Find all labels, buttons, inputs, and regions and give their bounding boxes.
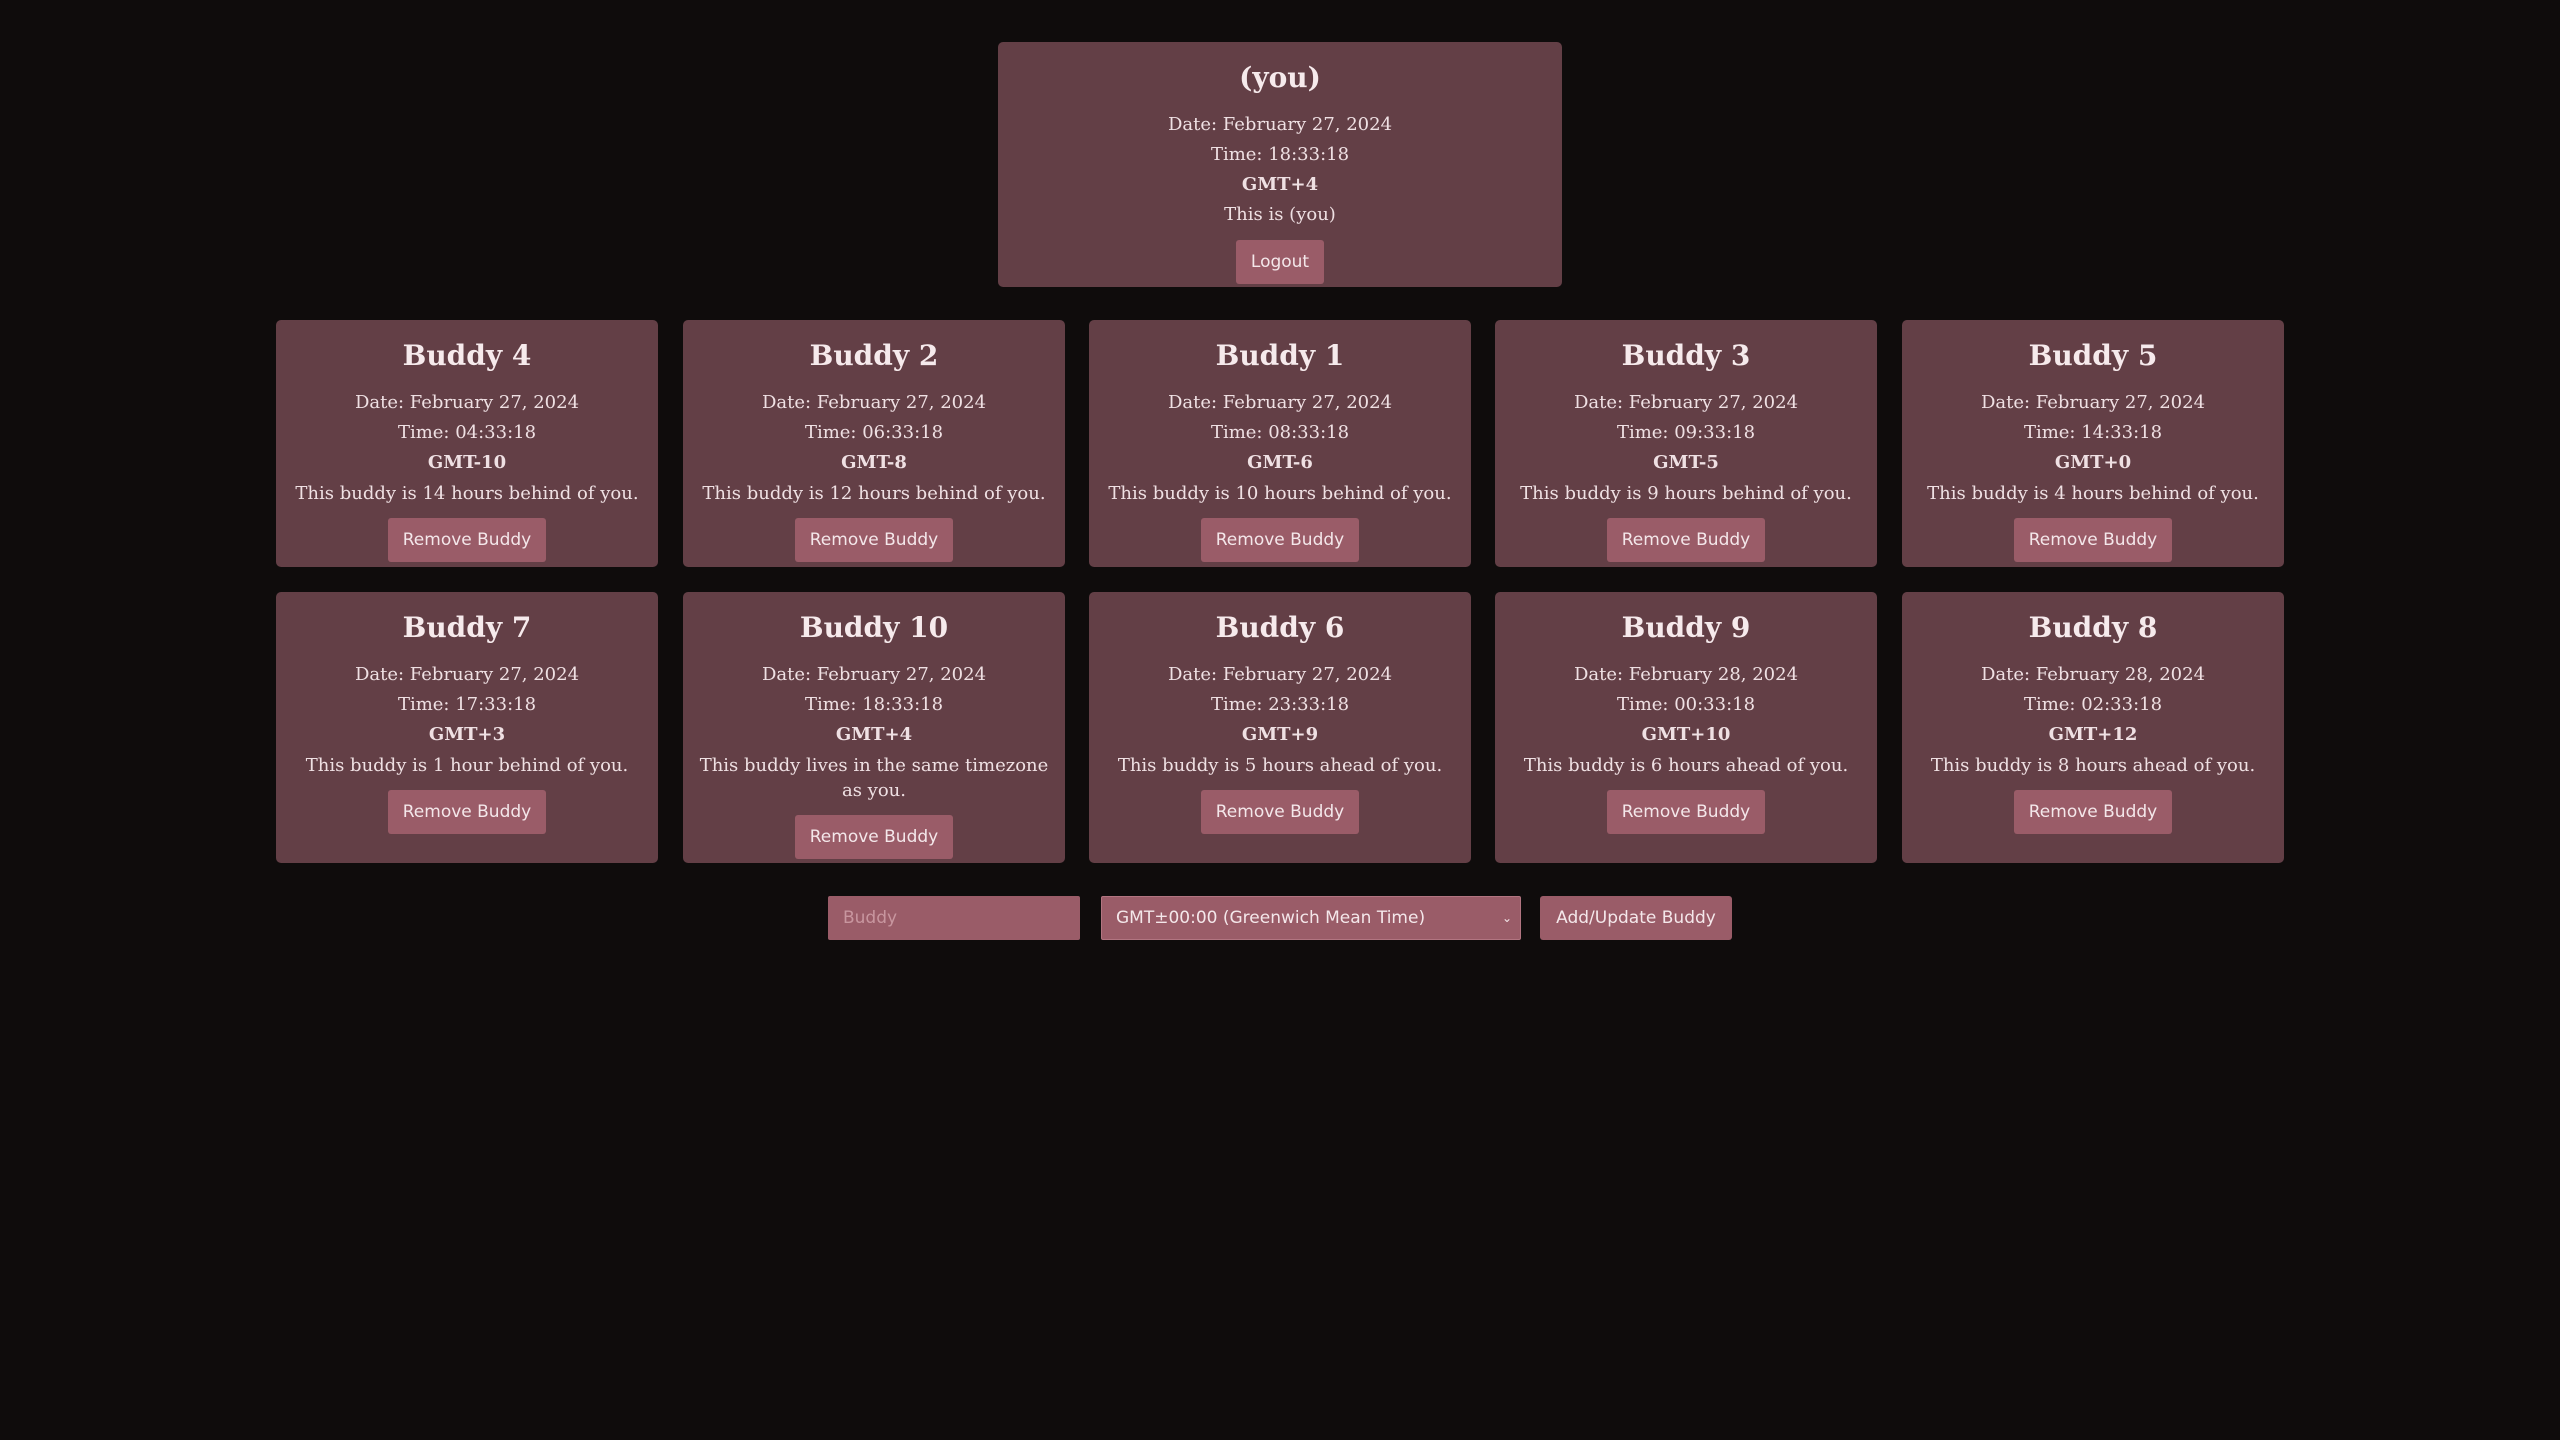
remove-buddy-button[interactable]: Remove Buddy (1606, 518, 1766, 562)
buddy-card: Buddy 5 Date: February 27, 2024 Time: 14… (1902, 320, 2284, 567)
buddy-date: Date: February 28, 2024 (1573, 664, 1799, 685)
remove-buddy-button[interactable]: Remove Buddy (2013, 790, 2173, 834)
buddy-offset-message: This buddy is 6 hours ahead of you. (1523, 755, 1849, 776)
buddy-time: Time: 17:33:18 (397, 694, 537, 715)
you-gmt: GMT+4 (1241, 174, 1319, 195)
buddy-name: Buddy 6 (1215, 611, 1345, 644)
buddy-name: Buddy 10 (799, 611, 949, 644)
buddy-date: Date: February 27, 2024 (1167, 392, 1393, 413)
buddy-time: Time: 00:33:18 (1616, 694, 1756, 715)
buddy-date: Date: February 27, 2024 (761, 664, 987, 685)
you-date: Date: February 27, 2024 (1167, 114, 1393, 135)
you-card: (you) Date: February 27, 2024 Time: 18:3… (998, 42, 1562, 287)
remove-buddy-button[interactable]: Remove Buddy (794, 518, 954, 562)
buddy-date: Date: February 27, 2024 (761, 392, 987, 413)
add-update-buddy-button[interactable]: Add/Update Buddy (1540, 896, 1732, 940)
buddy-card: Buddy 1 Date: February 27, 2024 Time: 08… (1089, 320, 1471, 567)
you-time: Time: 18:33:18 (1210, 144, 1350, 165)
buddy-offset-message: This buddy is 9 hours behind of you. (1520, 483, 1852, 504)
buddy-date: Date: February 27, 2024 (1167, 664, 1393, 685)
buddy-offset-message: This buddy is 14 hours behind of you. (295, 483, 639, 504)
buddy-date: Date: February 27, 2024 (354, 664, 580, 685)
logout-button[interactable]: Logout (1235, 240, 1325, 284)
buddy-name-input[interactable] (828, 896, 1080, 940)
buddy-gmt: GMT-8 (841, 452, 907, 473)
remove-buddy-button[interactable]: Remove Buddy (2013, 518, 2173, 562)
remove-buddy-button[interactable]: Remove Buddy (1200, 518, 1360, 562)
buddy-offset-message: This buddy lives in the same timezone as… (699, 755, 1049, 801)
you-name: (you) (1239, 61, 1321, 94)
remove-buddy-button[interactable]: Remove Buddy (387, 518, 547, 562)
buddy-gmt: GMT-10 (427, 452, 507, 473)
buddy-offset-message: This buddy is 10 hours behind of you. (1108, 483, 1452, 504)
buddy-gmt: GMT+9 (1241, 724, 1319, 745)
buddy-date: Date: February 27, 2024 (1573, 392, 1799, 413)
buddy-gmt: GMT+4 (835, 724, 913, 745)
buddy-gmt: GMT+3 (428, 724, 506, 745)
buddy-card: Buddy 10 Date: February 27, 2024 Time: 1… (683, 592, 1065, 863)
timezone-select[interactable]: GMT±00:00 (Greenwich Mean Time) ⌄ (1101, 896, 1521, 940)
remove-buddy-button[interactable]: Remove Buddy (1606, 790, 1766, 834)
buddy-card: Buddy 2 Date: February 27, 2024 Time: 06… (683, 320, 1065, 567)
buddy-card: Buddy 7 Date: February 27, 2024 Time: 17… (276, 592, 658, 863)
chevron-down-icon: ⌄ (1501, 911, 1512, 925)
buddy-name: Buddy 9 (1621, 611, 1751, 644)
buddy-time: Time: 06:33:18 (804, 422, 944, 443)
buddy-time: Time: 18:33:18 (804, 694, 944, 715)
buddy-offset-message: This buddy is 4 hours behind of you. (1927, 483, 2259, 504)
buddy-name: Buddy 7 (402, 611, 532, 644)
buddy-time: Time: 02:33:18 (2023, 694, 2163, 715)
buddy-gmt: GMT+0 (2054, 452, 2132, 473)
buddy-time: Time: 09:33:18 (1616, 422, 1756, 443)
buddy-offset-message: This buddy is 8 hours ahead of you. (1930, 755, 2256, 776)
buddy-name: Buddy 2 (809, 339, 939, 372)
remove-buddy-button[interactable]: Remove Buddy (1200, 790, 1360, 834)
timezone-selected-value: GMT±00:00 (Greenwich Mean Time) (1116, 908, 1426, 928)
buddy-date: Date: February 27, 2024 (1980, 392, 2206, 413)
buddy-name: Buddy 3 (1621, 339, 1751, 372)
buddy-time: Time: 08:33:18 (1210, 422, 1350, 443)
buddy-offset-message: This buddy is 5 hours ahead of you. (1117, 755, 1443, 776)
buddy-card: Buddy 4 Date: February 27, 2024 Time: 04… (276, 320, 658, 567)
buddy-card: Buddy 6 Date: February 27, 2024 Time: 23… (1089, 592, 1471, 863)
buddy-gmt: GMT+10 (1641, 724, 1731, 745)
remove-buddy-button[interactable]: Remove Buddy (794, 815, 954, 859)
remove-buddy-button[interactable]: Remove Buddy (387, 790, 547, 834)
buddy-name: Buddy 4 (402, 339, 532, 372)
buddy-time: Time: 04:33:18 (397, 422, 537, 443)
buddy-date: Date: February 27, 2024 (354, 392, 580, 413)
buddy-offset-message: This buddy is 1 hour behind of you. (305, 755, 629, 776)
buddy-name: Buddy 5 (2028, 339, 2158, 372)
buddy-date: Date: February 28, 2024 (1980, 664, 2206, 685)
buddy-time: Time: 23:33:18 (1210, 694, 1350, 715)
buddy-card: Buddy 9 Date: February 28, 2024 Time: 00… (1495, 592, 1877, 863)
buddy-offset-message: This buddy is 12 hours behind of you. (702, 483, 1046, 504)
buddy-gmt: GMT-6 (1247, 452, 1313, 473)
buddy-name: Buddy 8 (2028, 611, 2158, 644)
buddy-gmt: GMT+12 (2048, 724, 2138, 745)
you-message: This is (you) (1224, 204, 1336, 225)
buddy-card: Buddy 8 Date: February 28, 2024 Time: 02… (1902, 592, 2284, 863)
buddy-gmt: GMT-5 (1653, 452, 1719, 473)
buddy-name: Buddy 1 (1215, 339, 1345, 372)
buddy-card: Buddy 3 Date: February 27, 2024 Time: 09… (1495, 320, 1877, 567)
buddy-time: Time: 14:33:18 (2023, 422, 2163, 443)
